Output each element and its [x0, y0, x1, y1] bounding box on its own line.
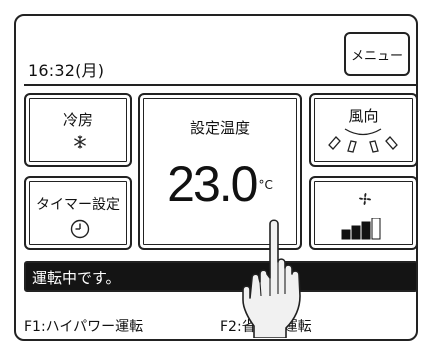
- fan-speed-bar: [351, 225, 361, 240]
- status-message: 運転中です。: [32, 269, 121, 287]
- fan-icon: [359, 193, 371, 205]
- airflow-direction-icon: [328, 128, 398, 153]
- temperature-value: 23.0: [167, 156, 258, 212]
- mode-label: 冷房: [62, 111, 93, 129]
- f1-hint: F1:ハイパワー運転: [24, 319, 144, 335]
- snowflake-icon: [74, 135, 86, 149]
- fan-speed-bar: [371, 218, 381, 240]
- temperature-unit: °C: [258, 178, 273, 192]
- fan-speed-bar: [361, 221, 371, 240]
- fan-speed-bars-icon: [341, 218, 381, 240]
- timer-label: タイマー設定: [36, 197, 120, 213]
- air-direction-button[interactable]: 風向: [309, 93, 418, 167]
- timer-setting-button[interactable]: タイマー設定: [24, 176, 132, 250]
- mode-button[interactable]: 冷房: [24, 93, 132, 167]
- pointing-hand-icon: [242, 219, 301, 338]
- temperature-readout: 23.0°C: [140, 155, 300, 213]
- menu-button[interactable]: メニュー: [344, 32, 410, 76]
- clock-display: 16:32(月): [28, 61, 105, 80]
- direction-label: 風向: [348, 107, 379, 125]
- temperature-label: 設定温度: [189, 119, 250, 137]
- fan-speed-button[interactable]: [309, 176, 418, 250]
- header-divider: [24, 84, 418, 86]
- status-bar: 運転中です。: [24, 261, 418, 292]
- fan-speed-bar: [341, 229, 351, 240]
- clock-icon: [70, 219, 90, 239]
